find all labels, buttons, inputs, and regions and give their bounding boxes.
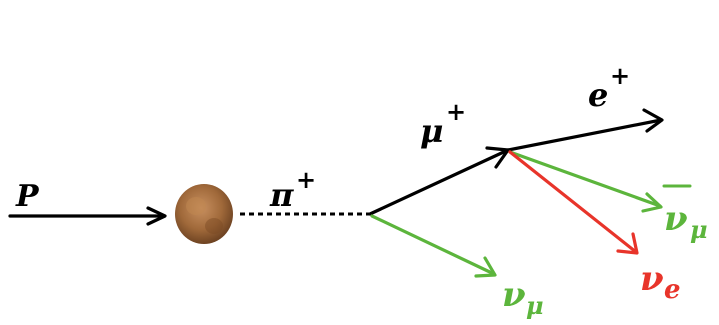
muon-neutrino-label: ν: [502, 275, 526, 315]
muon-neutrino-subscript: μ: [526, 291, 544, 320]
muon-antineutrino-track: [508, 150, 663, 213]
positron-label: e: [588, 76, 608, 114]
positron-track: [506, 108, 664, 152]
muon-neutrino-track: [370, 214, 497, 278]
positron-charge-label: +: [610, 61, 630, 90]
pion-label: π: [269, 176, 294, 214]
electron-neutrino-subscript: e: [664, 275, 681, 305]
muon-label: μ: [420, 112, 443, 150]
muon-antineutrino-label: ν: [664, 199, 688, 239]
target-nucleus: [175, 184, 233, 244]
proton-label: P: [15, 179, 40, 214]
pion-charge-label: +: [296, 165, 316, 194]
muon-track: [368, 146, 510, 216]
muon-charge-label: +: [446, 97, 466, 126]
electron-neutrino-track: [508, 150, 639, 255]
electron-neutrino-label: ν: [640, 259, 664, 299]
muon-antineutrino-subscript: μ: [690, 215, 708, 244]
proton-beam-arrow: [8, 206, 167, 226]
muon-antineutrino-label-group: ν μ: [662, 184, 708, 244]
